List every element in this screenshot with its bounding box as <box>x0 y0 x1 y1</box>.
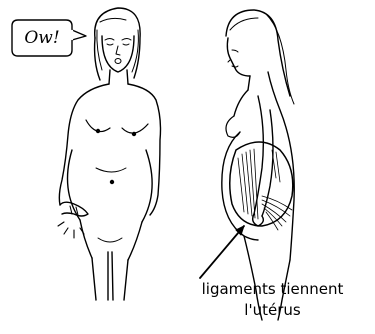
caption-line-2: l'utérus <box>170 300 375 321</box>
ligament-pointer-arrow <box>200 226 244 278</box>
ligaments-caption: ligaments tiennent l'utérus <box>170 279 375 321</box>
side-view-figure <box>222 10 294 320</box>
speech-bubble-text: Ow! <box>12 20 72 56</box>
caption-line-1: ligaments tiennent <box>170 279 375 300</box>
woman-in-pain-figure <box>58 8 161 300</box>
